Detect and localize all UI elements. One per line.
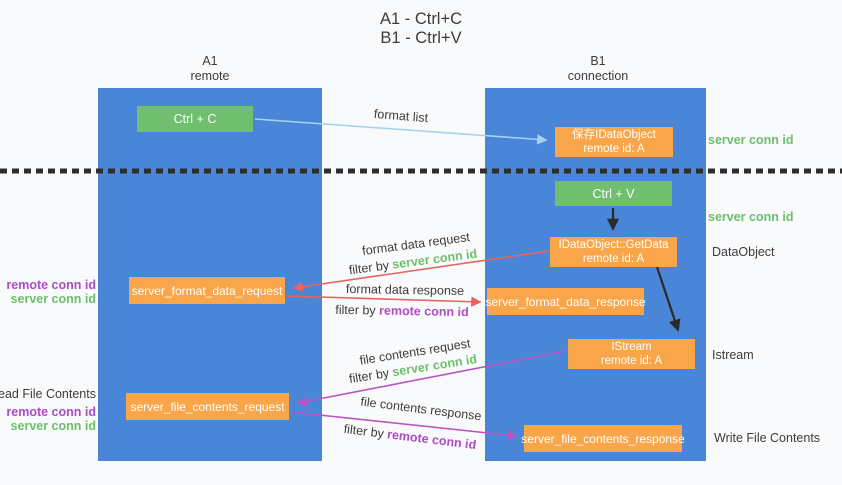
server-file-contents-response-node: server_file_contents_response: [521, 425, 685, 452]
file-contents-response-arrow: [290, 411, 518, 441]
server-format-data-request-label: server_format_data_request: [131, 283, 283, 298]
ctrl-v-label: Ctrl + V: [592, 186, 635, 201]
column-a1-name: A1: [202, 54, 218, 68]
column-header-b1: B1 connection: [538, 54, 658, 84]
ctrl-c-node: Ctrl + C: [137, 106, 253, 132]
column-a1-role: remote: [190, 69, 230, 83]
title-line-1: A1 - Ctrl+C: [379, 10, 463, 28]
server-file-contents-request-label: server_file_contents_request: [130, 399, 285, 414]
filter-by-remote-conn-id-label-1: filter by remote conn id: [335, 303, 469, 319]
istream-label: Istream: [712, 348, 754, 362]
server-conn-id-label-left-2: server conn id: [10, 419, 96, 433]
format-data-response-text: format data response: [345, 281, 465, 299]
title-line-2: B1 - Ctrl+V: [380, 29, 462, 47]
format-data-request-arrow: [292, 250, 550, 292]
server-file-contents-response-label: server_file_contents_response: [521, 431, 685, 446]
format-data-response-arrow: [285, 295, 482, 307]
getdata-line1: IDataObject::GetData: [558, 239, 669, 251]
save-idataobject-node: 保存IDataObject remote id: A: [555, 127, 673, 157]
save-idataobject-line1: 保存IDataObject: [572, 129, 656, 141]
istream-line1: IStream: [611, 341, 652, 353]
getdata-to-istream-arrow: [655, 266, 681, 332]
column-header-a1: A1 remote: [150, 54, 270, 84]
remote-conn-id-label-left-2: remote conn id: [6, 405, 96, 419]
file-contents-request-arrow: [296, 350, 567, 407]
server-conn-id-label-right-1: server conn id: [708, 133, 794, 147]
istream-line2: remote id: A: [600, 355, 663, 367]
server-format-data-response-node: server_format_data_response: [485, 288, 646, 315]
ctrl-c-label: Ctrl + C: [173, 112, 217, 126]
server-format-data-response-label: server_format_data_response: [485, 294, 646, 309]
filter-by-text: filter by: [335, 302, 380, 318]
server-file-contents-request-node: server_file_contents_request: [126, 393, 289, 420]
page-title: A1 - Ctrl+C B1 - Ctrl+V: [0, 10, 842, 48]
read-file-contents-label: Read File Contents: [0, 387, 96, 401]
format-data-response-label: format data response: [346, 282, 464, 298]
getdata-node: IDataObject::GetData remote id: A: [550, 237, 677, 267]
save-idataobject-line2: remote id: A: [583, 143, 645, 155]
dataobject-label: DataObject: [712, 245, 775, 259]
remote-conn-id-text: remote conn id: [378, 303, 469, 320]
column-b1-name: B1: [590, 54, 606, 68]
ctrl-v-node: Ctrl + V: [555, 181, 672, 206]
server-conn-id-label-left-1: server conn id: [10, 292, 96, 306]
write-file-contents-label: Write File Contents: [714, 431, 821, 445]
format-list-arrow: [254, 118, 548, 145]
column-b1-role: connection: [567, 69, 629, 83]
getdata-line2: remote id: A: [582, 253, 645, 265]
server-format-data-request-node: server_format_data_request: [129, 277, 285, 304]
remote-conn-id-label-left-1: remote conn id: [6, 278, 96, 292]
istream-node: IStream remote id: A: [568, 339, 695, 369]
server-conn-id-label-right-2: server conn id: [708, 210, 794, 224]
